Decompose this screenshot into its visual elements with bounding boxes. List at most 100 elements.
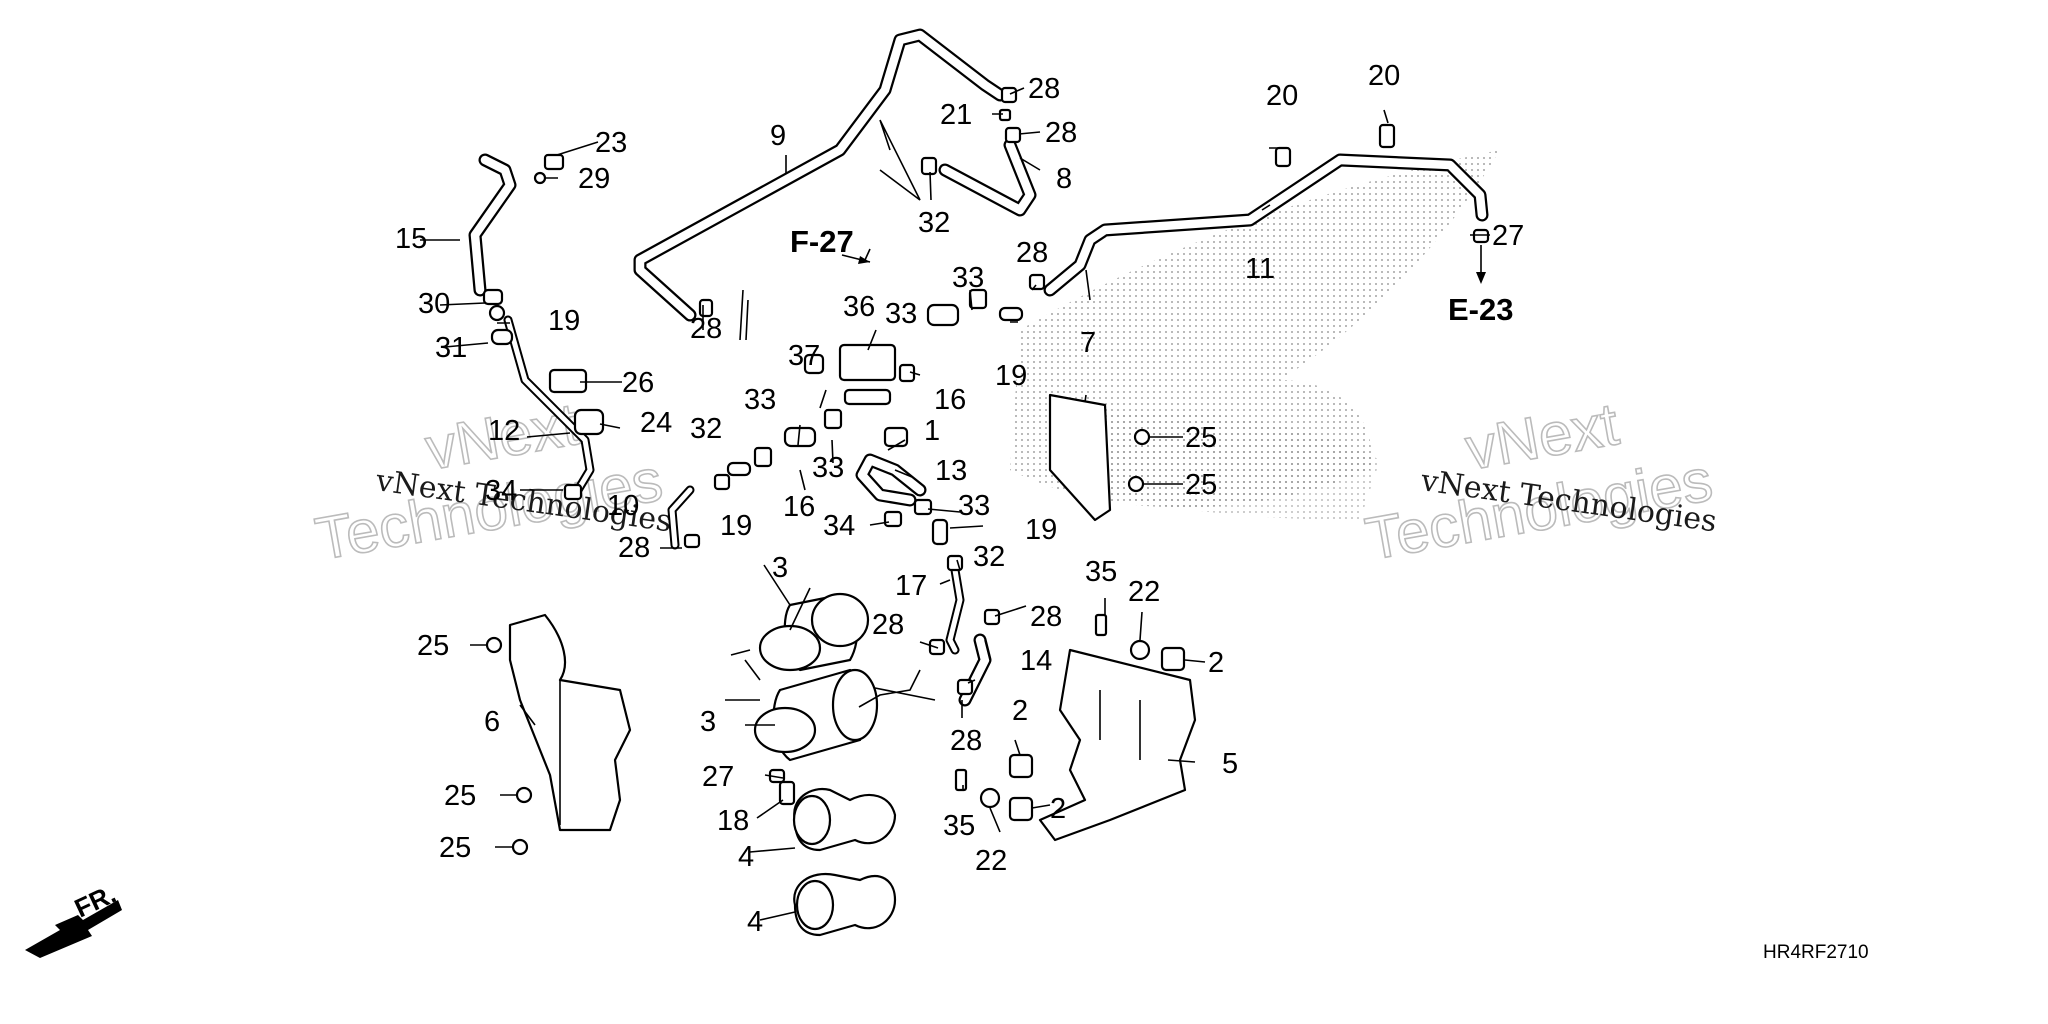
bolt-35-a — [1094, 613, 1108, 637]
hose-10 — [667, 485, 695, 550]
pin-21 — [998, 108, 1012, 122]
bolt-25-d — [515, 786, 533, 804]
callout-28: 28 — [1028, 73, 1060, 105]
clip-34-left — [563, 483, 583, 501]
callout-13: 13 — [935, 455, 967, 487]
clip-28-g — [1004, 126, 1022, 144]
screw-29 — [533, 171, 547, 185]
callout-14: 14 — [1020, 645, 1052, 677]
callout-33: 33 — [744, 384, 776, 416]
clamp-24 — [573, 408, 605, 436]
callout-20: 20 — [1368, 60, 1400, 92]
connector-19-c — [931, 518, 949, 546]
callout-33: 33 — [952, 262, 984, 294]
callout-22: 22 — [975, 845, 1007, 877]
clip-23 — [543, 153, 565, 171]
callout-25: 25 — [417, 630, 449, 662]
callout-19: 19 — [1025, 514, 1057, 546]
callout-16: 16 — [783, 491, 815, 523]
bracket-7 — [1048, 393, 1112, 522]
hose-11 — [1043, 153, 1489, 297]
bolt-25-c — [485, 636, 503, 654]
clip-28-f — [1000, 86, 1018, 104]
canister-3-lower — [753, 668, 879, 762]
callout-25: 25 — [444, 780, 476, 812]
callout-9: 9 — [770, 120, 786, 152]
clamp-33-a — [753, 446, 773, 468]
callout-20: 20 — [1266, 80, 1298, 112]
callout-8: 8 — [1056, 163, 1072, 195]
callout-32: 32 — [973, 541, 1005, 573]
callout-15: 15 — [395, 223, 427, 255]
callout-33: 33 — [885, 298, 917, 330]
callout-28: 28 — [950, 725, 982, 757]
mount-2-a — [1160, 646, 1186, 672]
nut-22-a — [1129, 639, 1151, 661]
callout-26: 26 — [622, 367, 654, 399]
callout-19: 19 — [720, 510, 752, 542]
callout-4: 4 — [738, 841, 754, 873]
callout-3: 3 — [772, 552, 788, 584]
callout-2: 2 — [1012, 695, 1028, 727]
callout-28: 28 — [618, 532, 650, 564]
callout-36: 36 — [843, 291, 875, 323]
callout-16: 16 — [934, 384, 966, 416]
clamp-26 — [548, 368, 588, 394]
callout-23: 23 — [595, 127, 627, 159]
spring-20-b — [1378, 123, 1396, 149]
clip-28-left — [683, 533, 701, 549]
stay-5 — [1038, 648, 1197, 842]
fittings — [482, 86, 1490, 806]
band-4-upper — [792, 787, 897, 852]
callout-35: 35 — [1085, 556, 1117, 588]
clip-28-c — [983, 608, 1001, 626]
callout-17: 17 — [895, 570, 927, 602]
hose-8 — [938, 138, 1037, 217]
callout-3: 3 — [700, 706, 716, 738]
ring-19-left — [488, 304, 506, 322]
clip-33-e — [913, 498, 933, 516]
ref-arrows — [841, 245, 1486, 284]
callout-37: 37 — [788, 340, 820, 372]
bolt-25-b — [1127, 475, 1145, 493]
mount-2-c — [1008, 796, 1034, 822]
callout-10: 10 — [607, 490, 639, 522]
clamp-33-b — [823, 408, 843, 430]
spring-20-a — [1274, 146, 1292, 168]
callout-labels: 1 2 2 2 3 3 4 4 5 6 7 8 9 10 11 12 13 14… — [395, 60, 1524, 938]
bolt-25-a — [1133, 428, 1151, 446]
pipe-18 — [778, 780, 796, 806]
callout-31: 31 — [435, 332, 467, 364]
callout-7: 7 — [1080, 327, 1096, 359]
callout-33: 33 — [958, 490, 990, 522]
clip-28-b — [1028, 273, 1046, 291]
callout-25: 25 — [439, 832, 471, 864]
callout-12: 12 — [488, 415, 520, 447]
callout-27: 27 — [1492, 220, 1524, 252]
hose-9 — [633, 28, 1007, 322]
callout-25: 25 — [1185, 469, 1217, 501]
callout-32: 32 — [918, 207, 950, 239]
callout-29: 29 — [578, 163, 610, 195]
pipe-16-b — [926, 303, 960, 327]
callout-19: 19 — [548, 305, 580, 337]
hose-17 — [945, 565, 965, 655]
hose-15 — [468, 153, 517, 297]
solenoid-36 — [838, 343, 897, 382]
callout-4: 4 — [747, 906, 763, 938]
clip-27-right — [1472, 228, 1490, 244]
callout-2: 2 — [1050, 793, 1066, 825]
mount-2-b — [1008, 753, 1034, 779]
canister-3-upper — [758, 592, 870, 672]
callout-35: 35 — [943, 810, 975, 842]
valve-37 — [803, 353, 825, 375]
callout-30: 30 — [418, 288, 450, 320]
reference-f27: F-27 — [790, 224, 854, 259]
connector-19-a — [726, 461, 752, 477]
hose-12 — [503, 315, 595, 500]
callout-22: 22 — [1128, 576, 1160, 608]
callout-33: 33 — [812, 452, 844, 484]
hose-13 — [855, 453, 927, 507]
callout-1: 1 — [924, 415, 940, 447]
